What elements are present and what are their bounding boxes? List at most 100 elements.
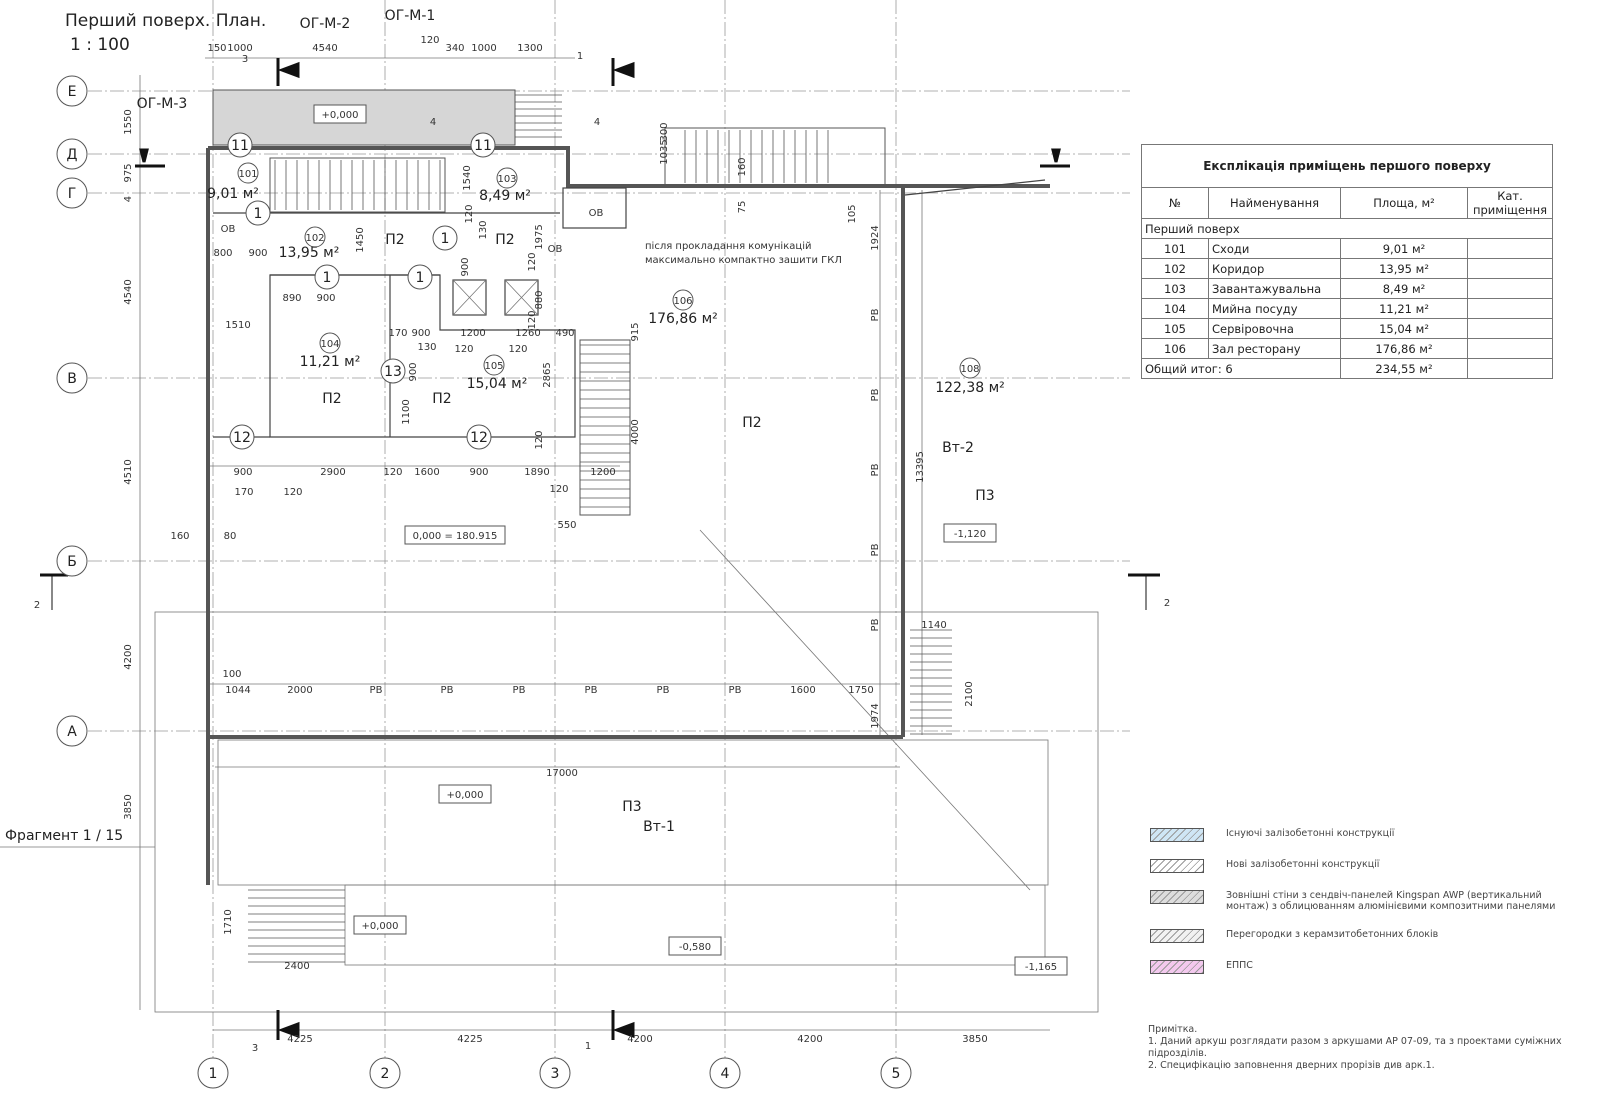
level-mark-box [1014, 956, 1068, 976]
legend-label: ЕППС [1226, 960, 1253, 971]
table-cell-num: 104 [1141, 298, 1209, 319]
room-number: 104 [320, 339, 339, 350]
dimension-value: 120 [527, 310, 538, 329]
zone-label: П2 [432, 391, 451, 407]
zone-label: П3 [622, 799, 641, 815]
dimension-value: 900 [460, 257, 471, 276]
dimension-value: 4 [594, 117, 600, 128]
dimension-value: 900 [248, 248, 267, 259]
level-mark-box [668, 936, 722, 956]
fragment-label: Фрагмент 1 / 15 [5, 828, 123, 844]
level-mark: -0,580 [679, 942, 711, 953]
table-cell-num: 105 [1141, 318, 1209, 339]
dimension-value: 1450 [355, 227, 366, 252]
door-tag: 11 [231, 138, 249, 154]
axis-bubble [197, 1057, 229, 1089]
dimension-value: 550 [557, 520, 576, 531]
axis-row-label: В [67, 371, 77, 387]
dimension-value: РВ [870, 308, 881, 321]
dimension-value: 2000 [287, 685, 312, 696]
table-cell-cat [1467, 278, 1553, 299]
dimension-value: 1035 [659, 139, 670, 164]
dimension-value: 1000 [471, 43, 496, 54]
dimension-value: 2 [34, 600, 40, 611]
dimension-value: 1890 [524, 467, 549, 478]
notes-heading: Примітка. [1148, 1024, 1198, 1035]
stairs [248, 94, 952, 963]
dimension-value: 75 [737, 201, 748, 214]
note-item: 1. Даний аркуш розглядати разом з аркуша… [1148, 1036, 1562, 1059]
table-caption: Експлікація приміщень першого поверху [1141, 144, 1553, 188]
axis-row-label: Д [67, 147, 78, 163]
axis-col-label: 3 [551, 1066, 560, 1082]
axis-row-label: А [67, 724, 77, 740]
table-cell-name: Зал ресторану [1208, 338, 1341, 359]
axis-col-label: 4 [721, 1066, 730, 1082]
legend-swatch-icon [1150, 929, 1204, 943]
table-cell-area: 13,95 м² [1340, 258, 1468, 279]
dimension-value: 130 [478, 220, 489, 239]
axis-row-label: Б [67, 554, 77, 570]
dimension-value: 3 [242, 54, 248, 65]
dimension-value: 1540 [462, 165, 473, 190]
dimension-value: РВ [441, 685, 454, 696]
dimension-value: 1600 [414, 467, 439, 478]
room-number: 103 [497, 174, 516, 185]
table-cell-area: 11,21 м² [1340, 298, 1468, 319]
dimension-value: 1200 [460, 328, 485, 339]
level-mark: -1,165 [1025, 962, 1057, 973]
dimension-value: 880 [534, 290, 545, 309]
dimension-value: 1200 [590, 467, 615, 478]
legend-item: Існуючі залізобетонні конструкції [1150, 828, 1570, 842]
walls [206, 146, 1050, 885]
axis-bubble [56, 177, 88, 209]
table-total-label: Общий итог: 6 [1141, 358, 1341, 379]
axis-bubble [56, 715, 88, 747]
dimension-value: 120 [549, 484, 568, 495]
table-cell-area: 9,01 м² [1340, 238, 1468, 259]
door-tag-bubble [229, 424, 255, 450]
level-mark: -1,120 [954, 529, 986, 540]
door-tag-bubble [314, 264, 340, 290]
room-number: 101 [238, 169, 257, 180]
plan-note-line: максимально компактно зашити ГКЛ [645, 255, 842, 266]
dimension-value: 900 [411, 328, 430, 339]
room-area: 9,01 м² [207, 186, 259, 202]
dimension-value: 1750 [848, 685, 873, 696]
dimension-value: 2 [1164, 598, 1170, 609]
dimension-value: РВ [585, 685, 598, 696]
door-tag-bubble [466, 424, 492, 450]
dimension-value: 340 [445, 43, 464, 54]
dimension-value: 890 [282, 293, 301, 304]
dimension-value: РВ [729, 685, 742, 696]
dimension-value: 120 [527, 252, 538, 271]
dimension-value: 4540 [123, 279, 134, 304]
table-cell-cat [1467, 298, 1553, 319]
table-total-area: 234,55 м² [1340, 358, 1468, 379]
dimension-value: 1600 [790, 685, 815, 696]
room-number-bubble [959, 357, 981, 379]
zone-label: П3 [975, 488, 994, 504]
legend-label: Зовнішні стіни з сендвіч-панелей Kingspa… [1226, 890, 1556, 912]
door-tag: 12 [233, 430, 251, 446]
legend-label: Перегородки з керамзитобетонних блоків [1226, 929, 1439, 940]
axis-col-label: 2 [381, 1066, 390, 1082]
dimension-value: 17000 [546, 768, 578, 779]
col-header-name: Найменування [1208, 187, 1341, 219]
dimension-value: 3 [252, 1043, 258, 1054]
dimension-value: 975 [123, 163, 134, 182]
dimension-value: РВ [870, 463, 881, 476]
dimension-value: 2100 [964, 681, 975, 706]
legend-item: Нові залізобетонні конструкції [1150, 859, 1570, 873]
dimension-value: 80 [224, 531, 237, 542]
dimension-lines [0, 57, 1099, 1031]
dimension-value: РВ [870, 618, 881, 631]
dimension-value: 4540 [312, 43, 337, 54]
dimension-value: 120 [534, 430, 545, 449]
dimension-value: 120 [420, 35, 439, 46]
table-cell-cat [1467, 338, 1553, 359]
door-tag-bubble [245, 200, 271, 226]
dimension-value: 4000 [630, 419, 641, 444]
